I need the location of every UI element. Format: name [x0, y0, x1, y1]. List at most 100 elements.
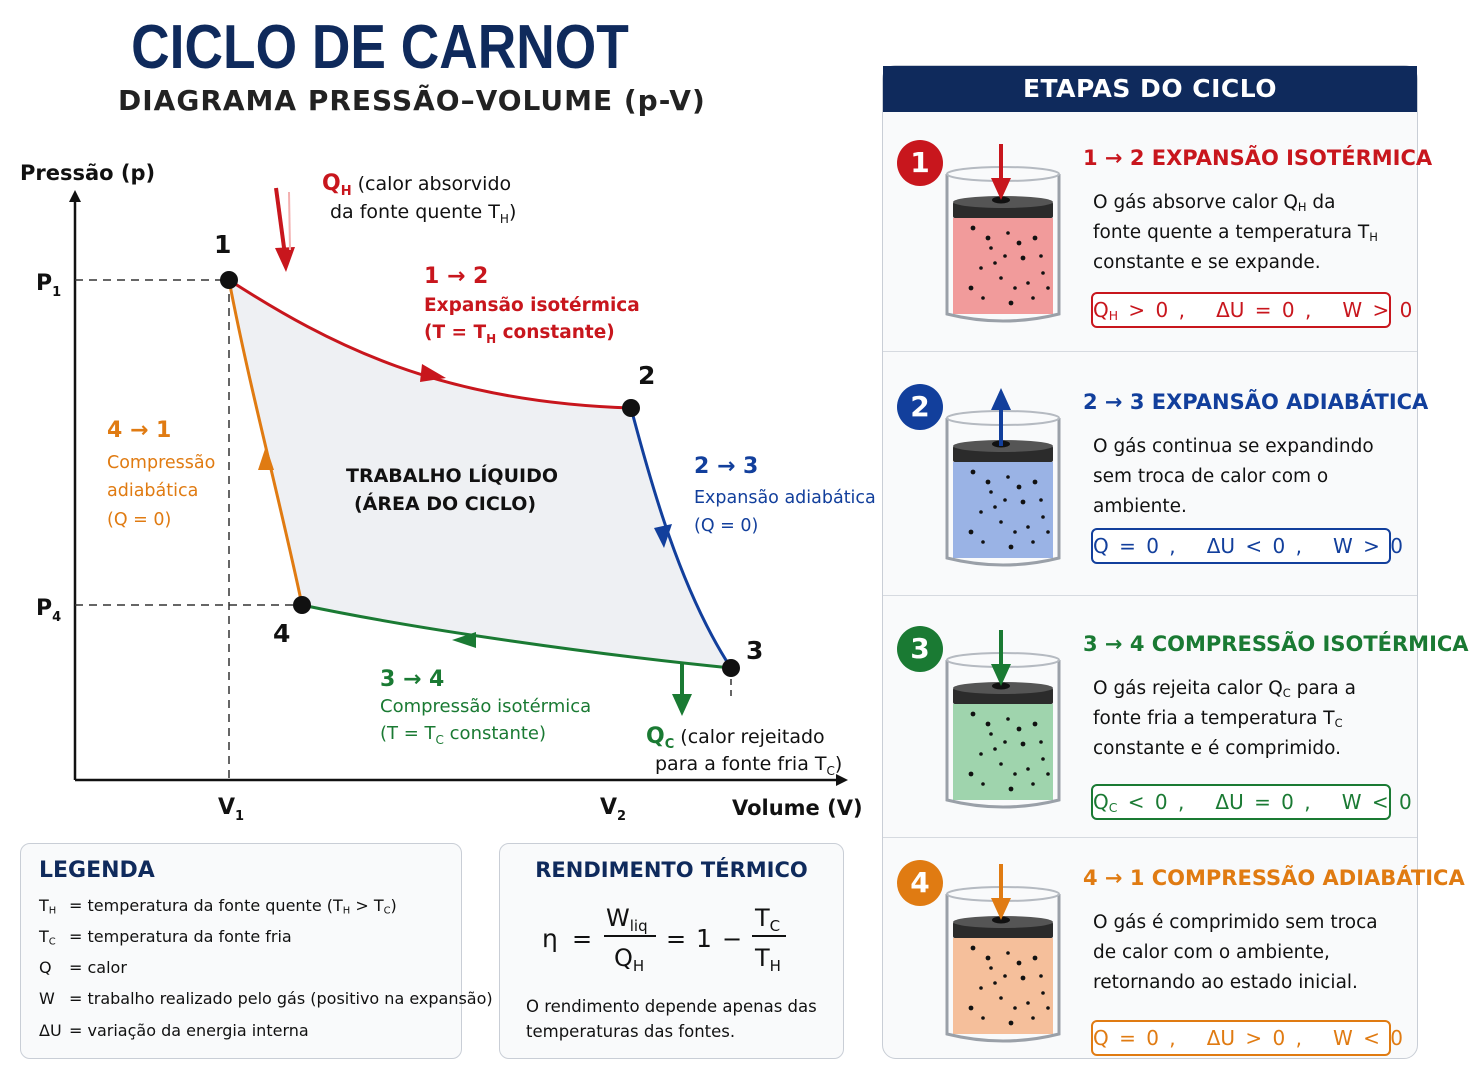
- legend-row-th: TH= temperatura da fonte quente (TH > TC…: [39, 896, 397, 917]
- gas-particle: [985, 955, 991, 961]
- gas-particle: [1020, 255, 1026, 261]
- arrow-4-1: [258, 446, 274, 470]
- qc-label: QC (calor rejeitado: [646, 724, 825, 752]
- gas-particle: [1003, 498, 1007, 502]
- gas-particle: [1016, 484, 1022, 490]
- piston-cylinder-icon: [945, 144, 1061, 323]
- step-conditions: QC < 0 , ΔU = 0 , W < 0: [1091, 784, 1412, 820]
- proc41-line1: Compressão: [107, 453, 215, 473]
- step-number-badge: 1: [897, 140, 943, 186]
- gas-particle: [1008, 786, 1014, 792]
- gas-particle: [1039, 740, 1043, 744]
- cylinder-fill: [953, 462, 1053, 558]
- gas-particle: [1008, 1020, 1014, 1026]
- efficiency-box: RENDIMENTO TÉRMICO η = Wliq QH = 1 − TC …: [499, 843, 844, 1059]
- gas-particle: [979, 986, 983, 990]
- step-title: 1 → 2 EXPANSÃO ISOTÉRMICA: [1083, 146, 1433, 170]
- tick-p1: P1: [36, 271, 61, 300]
- qh-arrow-shadow: [288, 191, 291, 251]
- gas-particle: [993, 261, 997, 265]
- arrow-down-icon: [991, 898, 1011, 920]
- step-number-badge: 4: [897, 860, 943, 906]
- curve-3-4: [301, 603, 732, 670]
- tick-v2: V2: [600, 795, 626, 824]
- gas-particle: [1039, 254, 1043, 258]
- state-point-2: [622, 399, 640, 417]
- panel-title: ETAPAS DO CICLO: [883, 66, 1417, 112]
- formula-den: QH: [614, 944, 644, 975]
- state-point-1: [220, 271, 238, 289]
- piston-cylinder-icon: [945, 388, 1061, 567]
- gas-particle: [1046, 1006, 1050, 1010]
- gas-particle: [968, 529, 974, 535]
- point-label-1: 1: [214, 230, 231, 259]
- cycle-steps-panel: ETAPAS DO CICLO 1 1 → 2 EXPANSÃO ISOTÉRM…: [882, 65, 1469, 1059]
- proc34-line1: Compressão isotérmica: [380, 696, 591, 717]
- gas-particle: [1041, 991, 1045, 995]
- gas-particle: [1020, 499, 1026, 505]
- formula-den2: TH: [754, 944, 781, 975]
- gas-particle: [1032, 955, 1038, 961]
- net-work-label-line2: (ÁREA DO CICLO): [354, 492, 536, 515]
- piston-cylinder-icon: [945, 630, 1061, 809]
- gas-particle: [999, 996, 1003, 1000]
- gas-particle: [968, 285, 974, 291]
- piston-cylinder-icon: [945, 864, 1061, 1043]
- legend-row-tc: TC= temperatura da fonte fria: [39, 927, 292, 948]
- eta-symbol: η: [542, 924, 558, 953]
- curve-1-2: [228, 278, 632, 410]
- step-description: O gás rejeita calor QC para a fonte fria…: [1093, 678, 1356, 759]
- gas-particle: [1026, 767, 1030, 771]
- gas-particle: [985, 721, 991, 727]
- proc41-arrow: 4 → 1: [107, 418, 171, 443]
- step-title: 2 → 3 EXPANSÃO ADIABÁTICA: [1083, 390, 1429, 414]
- page-title: CICLO DE CARNOT: [131, 13, 629, 82]
- gas-particle: [1006, 231, 1010, 235]
- point-label-4: 4: [273, 619, 290, 648]
- gas-particle: [1031, 296, 1035, 300]
- step-description: O gás absorve calor QH da fonte quente a…: [1093, 192, 1378, 273]
- proc23-line2: (Q = 0): [694, 516, 758, 536]
- gas-particle: [979, 510, 983, 514]
- cylinder-wall: [945, 174, 1061, 323]
- cylinder-wall: [945, 418, 1061, 567]
- arrow-down-icon: [991, 178, 1011, 200]
- formula-one: 1: [696, 924, 712, 953]
- cylinder-wall: [945, 894, 1061, 1043]
- formula-minus: −: [722, 925, 742, 953]
- step-conditions: Q = 0 , ΔU > 0 , W < 0: [1091, 1020, 1403, 1056]
- tick-p4: P4: [36, 596, 61, 625]
- gas-particle: [970, 469, 976, 475]
- state-point-4: [293, 596, 311, 614]
- gas-particle: [989, 966, 993, 970]
- gas-particle: [981, 296, 985, 300]
- legend-title: LEGENDA: [39, 858, 155, 883]
- gas-particle: [979, 752, 983, 756]
- gas-particle: [1006, 717, 1010, 721]
- legend-row-du: ΔU= variação da energia interna: [39, 1021, 309, 1040]
- gas-particle: [1026, 1001, 1030, 1005]
- cycle-area: [229, 280, 731, 668]
- step-description: O gás é comprimido sem troca de calor co…: [1093, 912, 1378, 993]
- step-card-1: 1 1 → 2 EXPANSÃO ISOTÉRMICA O gás absorv…: [883, 114, 1432, 352]
- proc12-line1: Expansão isotérmica: [424, 295, 640, 316]
- gas-particle: [1039, 974, 1043, 978]
- point-label-3: 3: [746, 636, 763, 665]
- gas-particle: [1006, 951, 1010, 955]
- curve-4-1: [227, 279, 304, 606]
- pv-diagram: Pressão (p) Volume (V) P1 P4 V1 V2 1 2 3…: [20, 161, 876, 824]
- gas-particle: [989, 732, 993, 736]
- gas-particle: [1031, 1016, 1035, 1020]
- legend-box: LEGENDA TH= temperatura da fonte quente …: [20, 843, 493, 1059]
- cylinder-fill: [953, 218, 1053, 314]
- gas-particle: [1039, 498, 1043, 502]
- formula-equals-2: =: [666, 925, 686, 953]
- gas-particle: [999, 520, 1003, 524]
- gas-particle: [1020, 741, 1026, 747]
- gas-particle: [985, 235, 991, 241]
- tick-v1: V1: [218, 795, 244, 824]
- gas-particle: [970, 225, 976, 231]
- gas-particle: [989, 246, 993, 250]
- proc12-line2: (T = TH constante): [424, 322, 615, 346]
- gas-particle: [1016, 960, 1022, 966]
